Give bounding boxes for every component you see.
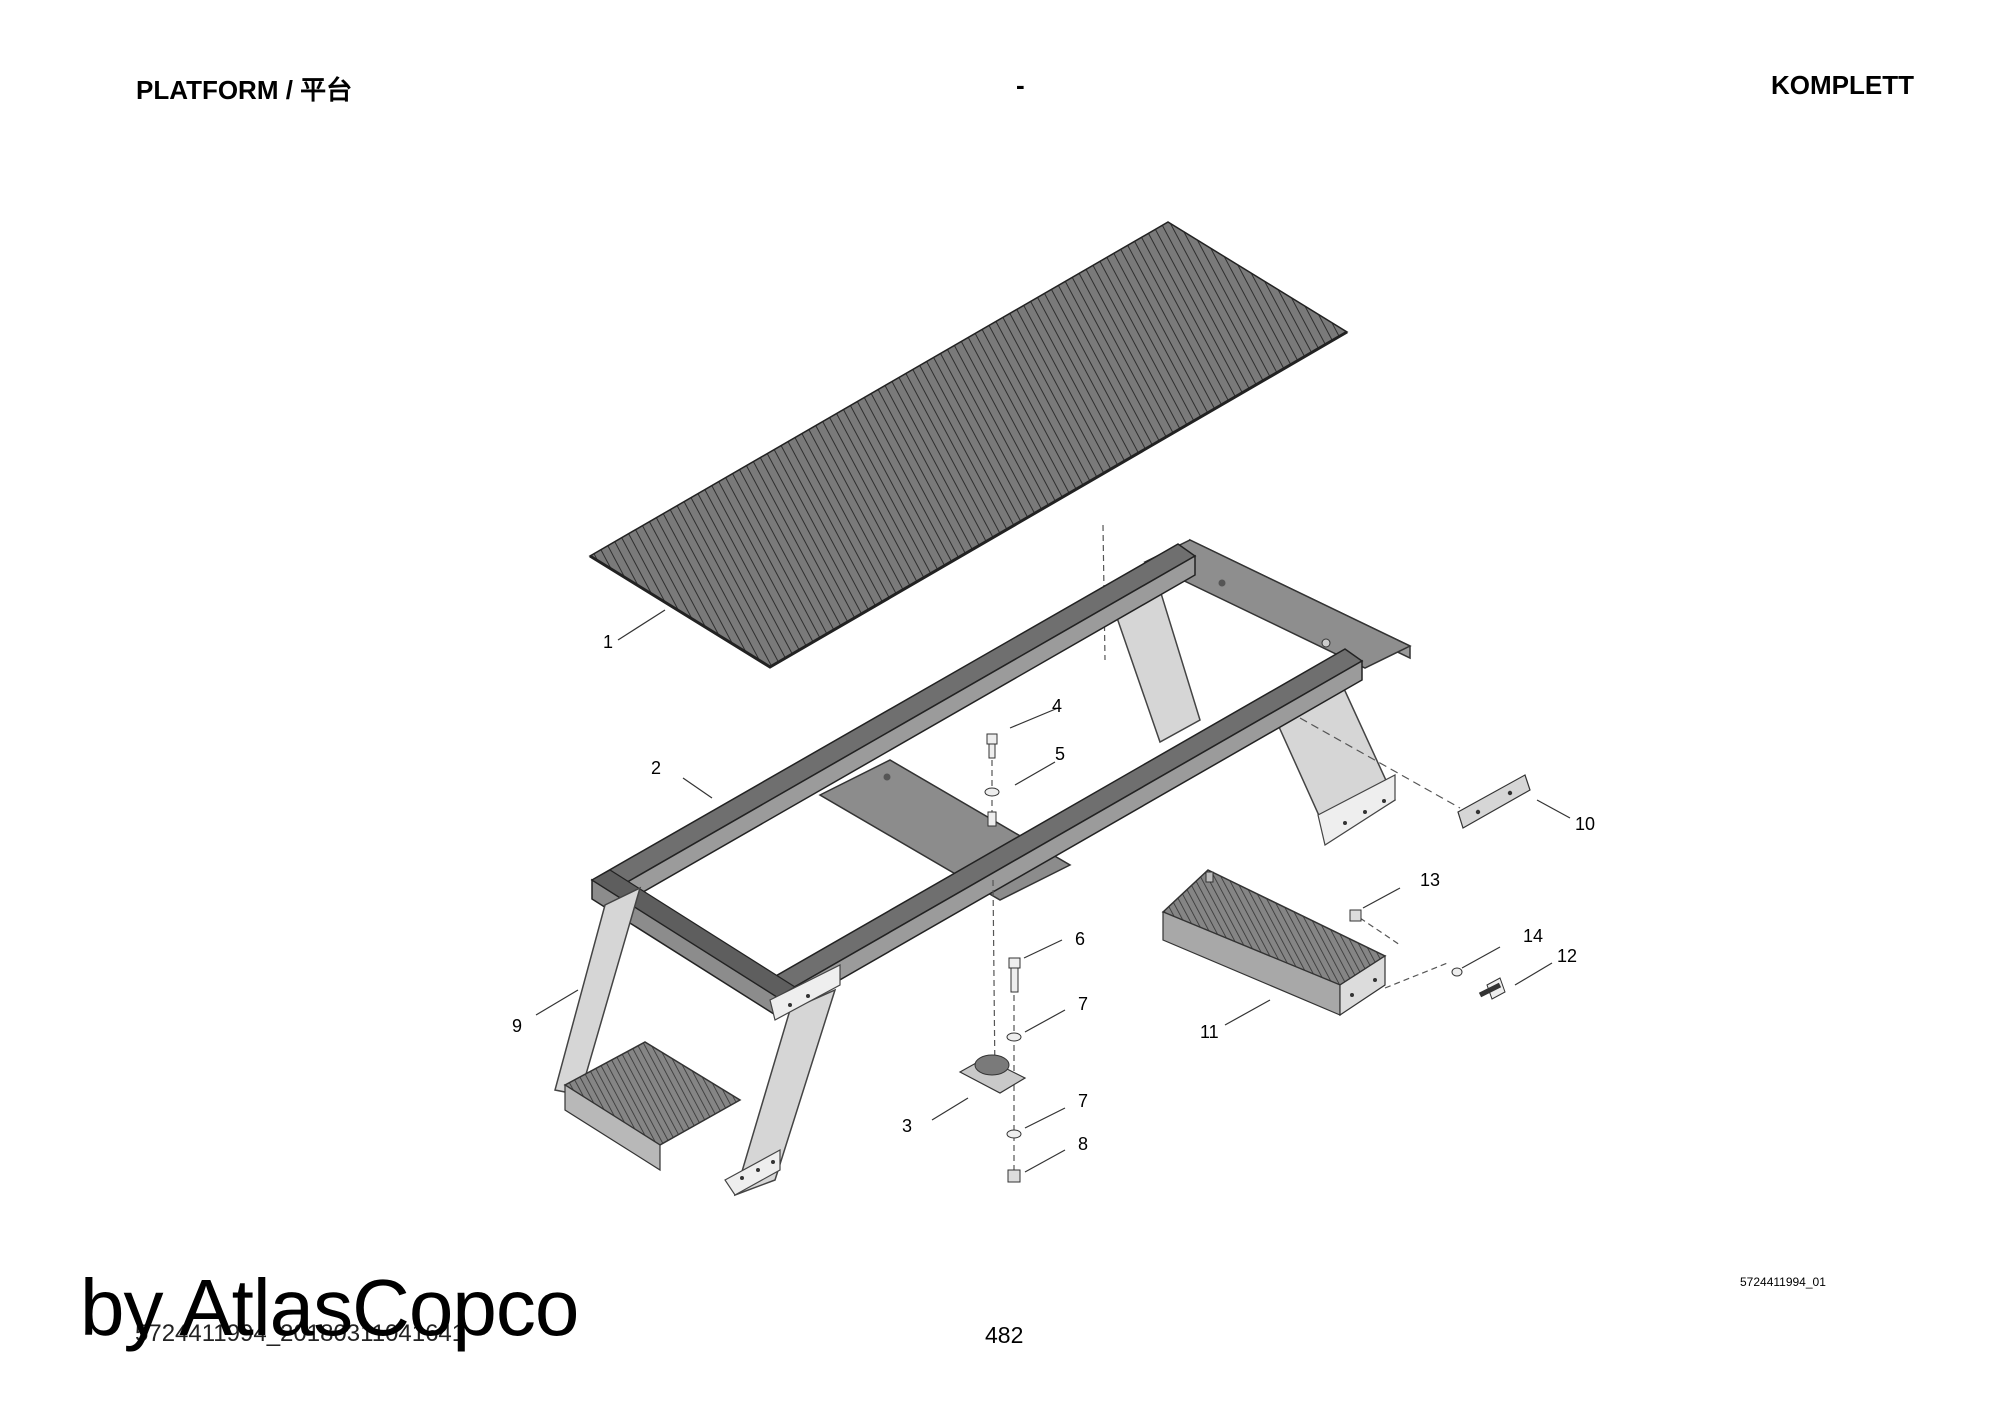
drawing-code: 5724411994_01 xyxy=(1740,1275,1826,1289)
header-title: PLATFORM / 平台 xyxy=(136,75,353,105)
page-number: 482 xyxy=(985,1322,1024,1348)
watermark: by AtlasCopco xyxy=(80,1263,579,1352)
leader-lines xyxy=(535,609,1571,1173)
document-code: 5724411994_20180311041641 xyxy=(135,1320,466,1347)
step-hardware xyxy=(1349,909,1506,1000)
callout-5: 5 xyxy=(1055,744,1065,764)
callout-13: 13 xyxy=(1420,870,1440,890)
cover-plate xyxy=(1299,717,1531,829)
callout-3: 3 xyxy=(902,1116,912,1136)
grating-panel xyxy=(588,221,1349,669)
callout-7b: 7 xyxy=(1078,1091,1088,1111)
callout-14: 14 xyxy=(1523,926,1543,946)
callout-7a: 7 xyxy=(1078,994,1088,1014)
header-status: KOMPLETT xyxy=(1771,70,1914,100)
callout-9: 9 xyxy=(512,1016,522,1036)
front-step-assembly xyxy=(554,886,841,1197)
header-variant: - xyxy=(1016,70,1025,100)
platform-frame xyxy=(590,538,1412,1018)
callout-2: 2 xyxy=(651,758,661,778)
callout-6: 6 xyxy=(1075,929,1085,949)
step xyxy=(1161,869,1387,1017)
callout-1: 1 xyxy=(603,632,613,652)
rubber-mount xyxy=(958,1054,1027,1094)
callout-11: 11 xyxy=(1200,1022,1219,1042)
callout-labels: 1 2 3 4 5 6 7 7 8 9 10 11 12 13 14 xyxy=(512,632,1595,1154)
callout-12: 12 xyxy=(1557,946,1577,966)
lower-fastener-stack xyxy=(992,879,1022,1185)
callout-4: 4 xyxy=(1052,696,1062,716)
upper-fastener-stack xyxy=(984,733,1000,830)
callout-10: 10 xyxy=(1575,814,1595,834)
callout-8: 8 xyxy=(1078,1134,1088,1154)
